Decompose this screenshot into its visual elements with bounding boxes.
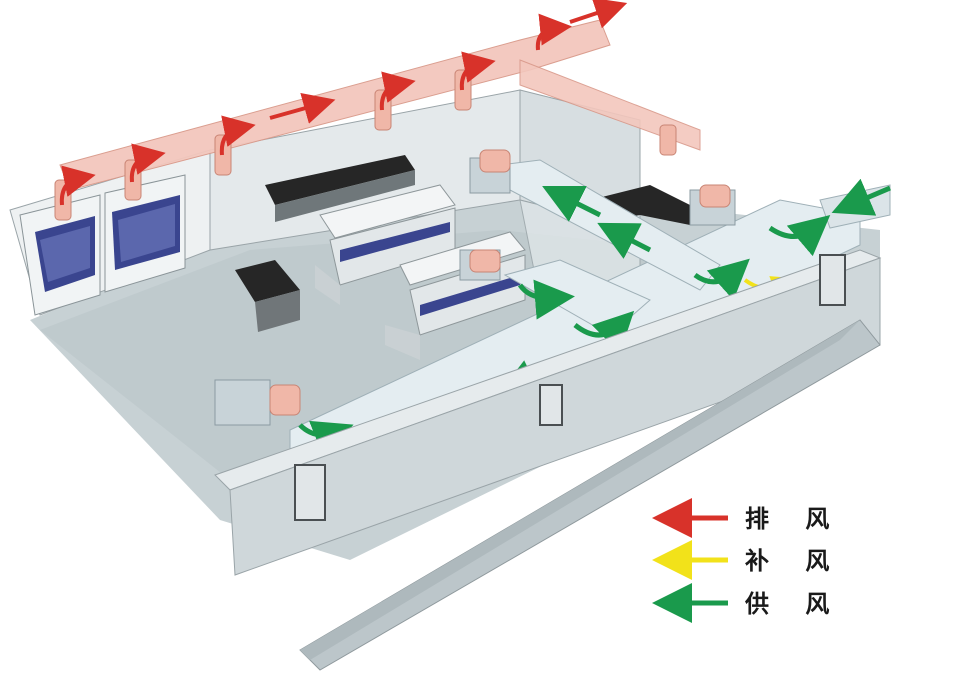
front-wall-lower (300, 320, 860, 660)
fume-hood-2 (104, 174, 186, 293)
legend-label-exhaust: 排 风 (745, 505, 843, 533)
doors (294, 254, 846, 521)
island-bench-1 (315, 184, 456, 305)
legend-label-supply: 供 风 (744, 590, 843, 618)
fume-hood-1 (19, 194, 101, 316)
exhaust-branch-duct (519, 59, 701, 151)
legend: 排 风 补 风 供 风 (652, 498, 843, 623)
exhaust-arrows (59, 0, 628, 206)
legend-item-supply: 供 风 (652, 583, 843, 623)
back-bench (265, 155, 415, 222)
left-bench (235, 260, 300, 332)
legend-item-makeup: 补 风 (652, 540, 843, 580)
legend-item-exhaust: 排 风 (652, 498, 843, 538)
front-wall-sloped (299, 319, 881, 671)
legend-label-makeup: 补 风 (745, 547, 843, 575)
flex-ducts (269, 149, 731, 416)
